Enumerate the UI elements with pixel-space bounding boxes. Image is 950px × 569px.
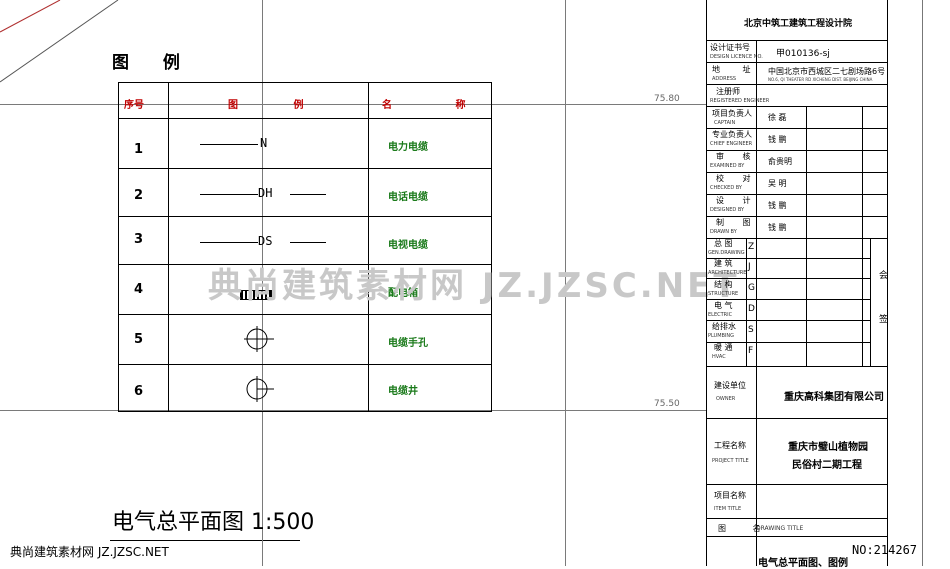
- footer-site-name: 典尚建筑素材网 JZ.JZSC.NET: [10, 545, 169, 559]
- row-number: 3: [134, 232, 144, 247]
- institute-name: 北京中筑工建筑工程设计院: [744, 19, 853, 29]
- row-name: 电视电缆: [388, 240, 428, 251]
- item-label: 项目名称: [714, 491, 746, 500]
- legend-table: 序号 图 例 名 称 1 N 电力电缆 2 DH 电话电缆 3 DS 电视电缆 …: [118, 82, 492, 412]
- reg-label-en: REGISTERED ENGINEER: [710, 98, 770, 104]
- site-boundary-lines: [0, 0, 119, 83]
- row-name: 电缆井: [388, 386, 418, 397]
- row-number: 4: [134, 282, 144, 297]
- owner-label-en: OWNER: [716, 396, 736, 402]
- row-number: 1: [134, 142, 144, 157]
- cert-label-en: DESIGN LICENCE NO.: [710, 54, 763, 60]
- grid-line-h2: [0, 410, 706, 411]
- row-name: 配电箱: [388, 288, 418, 299]
- address-value: 中国北京市西城区二七剧场路6号: [768, 67, 886, 76]
- row-name: 电力电缆: [388, 142, 428, 153]
- project-label-en: PROJECT TITLE: [712, 458, 749, 464]
- address-value-en: NO.6, QI THEATER RD XICHENG DIST. BEIJIN…: [768, 77, 873, 82]
- drawing-value: 电气总平面图、图例: [758, 558, 848, 569]
- drawing-title: 电气总平面图 1:500: [112, 510, 315, 535]
- item-label-en: ITEM TITLE: [714, 506, 742, 512]
- header-name: 名 称: [382, 100, 496, 111]
- watermark: 典尚建筑素材网 JZ.JZSC.NET: [208, 266, 740, 306]
- address-label-en: ADDRESS: [712, 76, 737, 82]
- cable-handhole-icon: [244, 326, 274, 352]
- grid-line-v2: [565, 0, 566, 566]
- row-name: 电话电缆: [388, 192, 428, 203]
- row-number: 2: [134, 188, 144, 203]
- grid-line-v1: [262, 0, 263, 566]
- row-number: 5: [134, 332, 144, 347]
- elevation-bottom: 75.50: [654, 399, 680, 409]
- row-number: 6: [134, 384, 144, 399]
- tv-cable-code: DS: [258, 234, 273, 248]
- countersign-label: 会 签: [877, 270, 887, 339]
- phone-cable-code: DH: [258, 186, 273, 200]
- project-value-1: 重庆市璧山植物园: [788, 442, 868, 453]
- title-block: 北京中筑工建筑工程设计院 设计证书号 DESIGN LICENCE NO. 甲0…: [706, 0, 888, 569]
- cert-label: 设计证书号: [710, 43, 750, 52]
- frame-border-right: [922, 0, 923, 566]
- grid-line-h1: [0, 104, 706, 105]
- power-cable-line: [200, 144, 258, 145]
- owner-value: 重庆高科集团有限公司: [784, 392, 884, 403]
- phone-cable-line: [200, 194, 258, 195]
- address-label: 地 址: [712, 65, 761, 74]
- project-label: 工程名称: [714, 441, 746, 450]
- row-name: 电缆手孔: [388, 338, 428, 349]
- drawing-label-en: DRAWING TITLE: [756, 525, 804, 532]
- power-cable-code: N: [260, 136, 268, 150]
- cert-value: 甲010136-sj: [776, 49, 830, 59]
- legend-title: 图 例: [112, 53, 194, 73]
- header-no: 序号: [124, 100, 144, 111]
- distribution-box-icon: [240, 290, 272, 300]
- tv-cable-line: [200, 242, 258, 243]
- drawing-label: 图 名: [718, 524, 773, 533]
- elevation-top: 75.80: [654, 94, 680, 104]
- project-value-2: 民俗村二期工程: [792, 460, 862, 471]
- cable-well-icon: [246, 376, 274, 402]
- owner-label: 建设单位: [714, 381, 746, 390]
- header-symbol: 图 例: [228, 100, 330, 111]
- title-underline: [110, 540, 300, 541]
- reg-label: 注册师: [716, 87, 740, 96]
- footer-number: NO:214267: [852, 543, 918, 557]
